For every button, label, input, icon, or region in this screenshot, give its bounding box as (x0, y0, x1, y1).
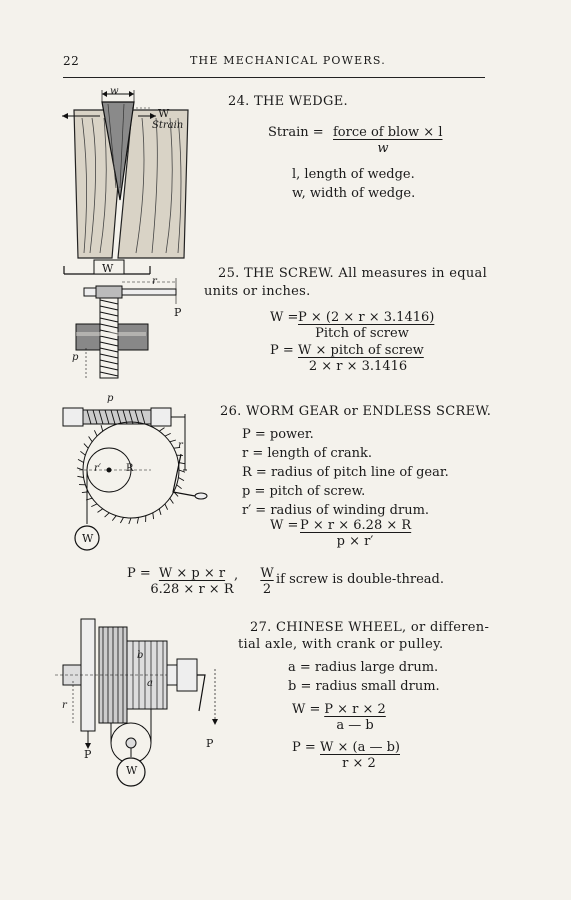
worm-def-drum-radius: r′ = radius of winding drum. (242, 503, 430, 518)
chinese-def-a: a = radius large drum. (288, 660, 439, 675)
chinese-f2-lhs: P = (292, 740, 316, 755)
worm-f2-numerator: W × p × r (158, 566, 226, 581)
chinese-label-a: a (147, 678, 153, 689)
worm-f3-fraction: W 2 (259, 566, 275, 597)
wedge-heading: 24. THE WEDGE. (228, 94, 348, 109)
chinese-f1-denominator: a — b (336, 718, 374, 733)
chinese-f2-numerator: W × (a — b) (320, 740, 400, 755)
worm-f3-denominator: 2 (262, 582, 272, 597)
worm-f2-separator: , (234, 568, 239, 583)
chinese-label-W: W (126, 764, 138, 777)
wedge-label-strain: Strain (152, 120, 184, 131)
wedge-def-width: w, width of wedge. (292, 186, 416, 201)
worm-f1-lhs: W = (270, 518, 299, 533)
worm-label-r-prime: r′ (94, 463, 102, 474)
screw-figure (63, 259, 177, 380)
screw-label-W: W (102, 262, 114, 275)
header-rule (63, 77, 485, 78)
worm-label-W: W (82, 532, 94, 545)
gear-teeth (76, 424, 186, 525)
worm-f3-numerator: W (260, 566, 274, 581)
screw-f2-fraction: W × pitch of screw 2 × r × 3.1416 (298, 343, 424, 374)
worm-def-pitch: p = pitch of screw. (242, 484, 366, 499)
wedge-formula-lhs: Strain = (268, 125, 324, 140)
worm-f3-tail: if screw is double-thread. (276, 572, 444, 587)
worm-def-power: P = power. (242, 427, 314, 442)
screw-f1-lhs: W = (270, 310, 299, 325)
screw-label-p: p (72, 352, 79, 363)
chinese-label-P-left: P (84, 748, 92, 761)
chinese-label-P-right: P (206, 737, 214, 750)
wedge-label-w: w (110, 86, 119, 97)
chinese-f1-fraction: P × r × 2 a — b (320, 702, 390, 733)
wedge-formula-denominator: w (377, 141, 389, 156)
screw-f2-numerator: W × pitch of screw (298, 343, 424, 358)
chinese-f1-lhs: W = (292, 702, 321, 717)
chinese-label-b: b (137, 650, 144, 661)
wedge-figure (62, 90, 189, 259)
worm-def-gear-radius: R = radius of pitch line of gear. (242, 465, 449, 480)
worm-label-p: p (107, 393, 114, 404)
screw-f2-lhs: P = (270, 343, 294, 358)
worm-f1-numerator: P × r × 6.28 × R (300, 518, 412, 533)
worm-heading: 26. WORM GEAR or ENDLESS SCREW. (220, 404, 492, 419)
screw-label-r: r (152, 276, 157, 287)
screw-heading-cont: units or inches. (204, 284, 311, 299)
page-number: 22 (63, 54, 80, 68)
wedge-formula-numerator: force of blow × l (333, 125, 443, 140)
screw-f1-numerator: P × (2 × r × 3.1416) (298, 310, 435, 325)
screw-f1-denominator: Pitch of screw (315, 326, 409, 341)
wedge-formula-fraction: force of blow × l w (333, 125, 443, 156)
worm-f2-fraction: W × p × r 6.28 × r × R (150, 566, 234, 597)
worm-f1-fraction: P × r × 6.28 × R p × r′ (300, 518, 412, 549)
worm-f2-denominator: 6.28 × r × R (150, 582, 234, 597)
screw-label-P: P (174, 306, 182, 319)
worm-f2-lhs: P = (127, 566, 151, 581)
worm-def-crank: r = length of crank. (242, 446, 373, 461)
worm-gear-figure (62, 407, 208, 551)
wedge-label-W: W (158, 107, 170, 120)
worm-f1-denominator: p × r′ (336, 534, 374, 549)
wedge-def-length: l, length of wedge. (292, 167, 415, 182)
chinese-f2-denominator: r × 2 (342, 756, 376, 771)
screw-f2-denominator: 2 × r × 3.1416 (308, 359, 408, 374)
chinese-heading-cont: tial axle, with crank or pulley. (238, 637, 444, 652)
chinese-label-r: r (62, 700, 67, 711)
screw-heading: 25. THE SCREW. All measures in equal (218, 266, 488, 281)
chinese-wheel-figure (55, 618, 218, 787)
chinese-def-b: b = radius small drum. (288, 679, 440, 694)
screw-f1-fraction: P × (2 × r × 3.1416) Pitch of screw (298, 310, 435, 341)
chinese-heading: 27. CHINESE WHEEL, or differen- (250, 620, 490, 635)
worm-label-R: R (126, 463, 134, 474)
chinese-f1-numerator: P × r × 2 (324, 702, 386, 717)
worm-label-r: r (178, 440, 183, 451)
chinese-f2-fraction: W × (a — b) r × 2 (320, 740, 400, 771)
running-title: THE MECHANICAL POWERS. (190, 54, 386, 67)
